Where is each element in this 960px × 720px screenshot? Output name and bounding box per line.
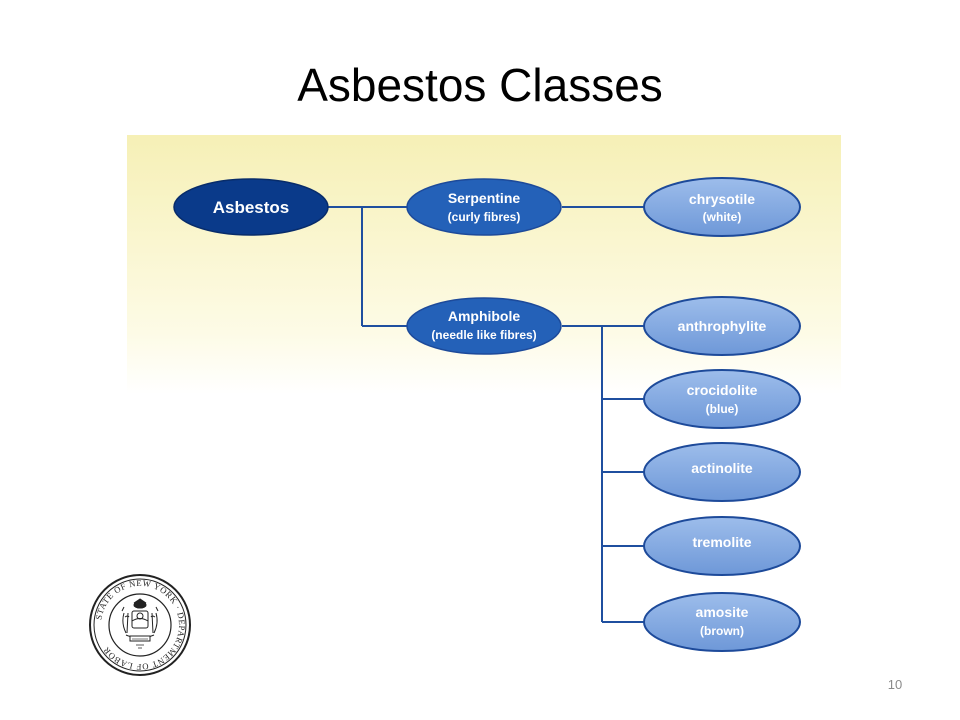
node-chrysotile-note: (white) (703, 210, 742, 224)
node-asbestos: Asbestos (173, 178, 329, 236)
node-tremolite-label: tremolite (692, 534, 751, 550)
asbestos-classification-diagram: Asbestos Serpentine (curly fibres) Amphi… (127, 135, 841, 652)
seal-emblem (121, 598, 159, 649)
node-asbestos-shape (173, 178, 329, 236)
node-amphibole: Amphibole (needle like fibres) (406, 297, 562, 355)
node-crocidolite: crocidolite (blue) (643, 369, 801, 429)
node-amosite-note: (brown) (700, 624, 744, 638)
node-serpentine: Serpentine (curly fibres) (406, 178, 562, 236)
node-amosite: amosite (brown) (643, 592, 801, 652)
connector-lines (328, 206, 644, 623)
node-anthrophylite-shape (643, 296, 801, 356)
node-asbestos-label: Asbestos (213, 198, 290, 217)
node-chrysotile-shape (643, 177, 801, 237)
node-amosite-label: amosite (696, 604, 749, 620)
node-anthrophylite-label: anthrophylite (678, 318, 767, 334)
node-amphibole-label: Amphibole (448, 308, 521, 324)
node-crocidolite-note: (blue) (706, 402, 739, 416)
node-crocidolite-label: crocidolite (687, 382, 758, 398)
node-anthrophylite: anthrophylite (643, 296, 801, 356)
nys-department-of-labor-seal: STATE OF NEW YORK · DEPARTMENT OF LABOR (89, 574, 191, 676)
node-serpentine-shape (406, 178, 562, 236)
node-tremolite: tremolite (643, 516, 801, 576)
page-number: 10 (887, 677, 903, 692)
node-serpentine-label: Serpentine (448, 190, 521, 206)
node-chrysotile-label: chrysotile (689, 191, 755, 207)
node-chrysotile: chrysotile (white) (643, 177, 801, 237)
node-tremolite-shape (643, 516, 801, 576)
slide-title: Asbestos Classes (297, 59, 663, 111)
node-serpentine-note: (curly fibres) (448, 210, 521, 224)
node-actinolite: actinolite (643, 442, 801, 502)
node-amphibole-note: (needle like fibres) (431, 328, 536, 342)
node-amphibole-shape (406, 297, 562, 355)
node-crocidolite-shape (643, 369, 801, 429)
node-amosite-shape (643, 592, 801, 652)
node-actinolite-shape (643, 442, 801, 502)
node-actinolite-label: actinolite (691, 460, 753, 476)
